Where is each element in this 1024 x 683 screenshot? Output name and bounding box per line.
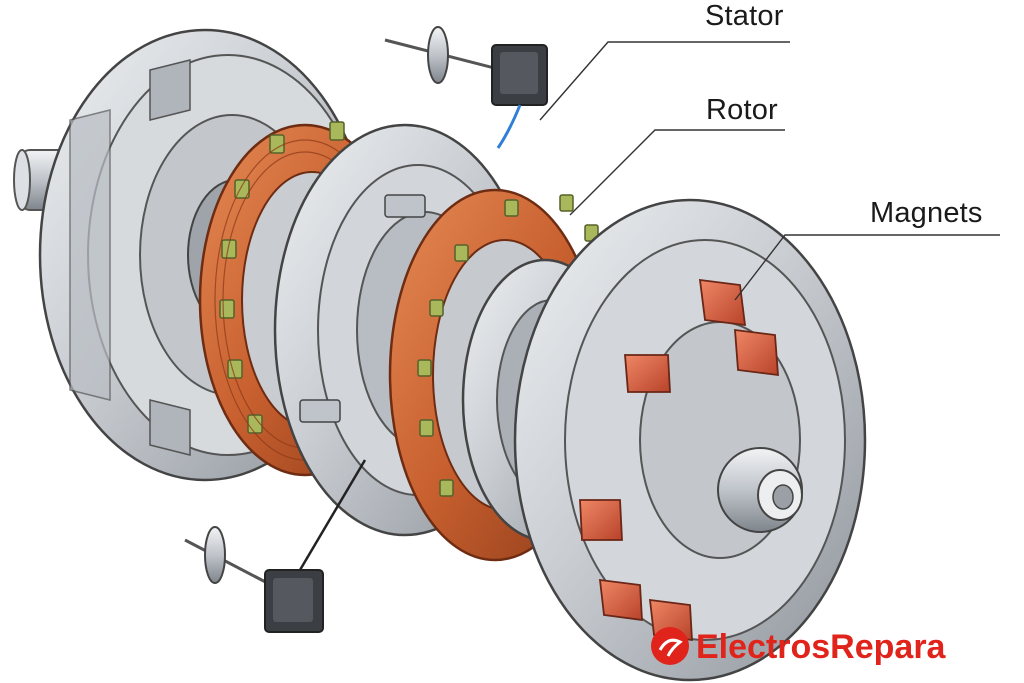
top-sensor: [384, 26, 548, 149]
brand-watermark-logo: ElectrosRepara: [651, 627, 947, 666]
stator-label: Stator: [705, 0, 784, 32]
stator-leader: [539, 41, 790, 121]
rotor-label: Rotor: [706, 94, 778, 126]
magnets-label: Magnets: [870, 197, 983, 229]
magnets: [579, 278, 779, 642]
bottom-sensor-wire: [298, 459, 367, 571]
callout-lines: [539, 41, 1000, 301]
top-sensor-wire: [496, 104, 522, 149]
magnets-leader: [734, 234, 1000, 301]
rotor-leader: [569, 129, 785, 216]
bottom-sensor: [184, 459, 367, 633]
rotor-disc: [513, 198, 867, 682]
brand-logo-icon: [651, 627, 689, 665]
svg-text:ElectrosRepara: ElectrosRepara: [696, 628, 947, 666]
